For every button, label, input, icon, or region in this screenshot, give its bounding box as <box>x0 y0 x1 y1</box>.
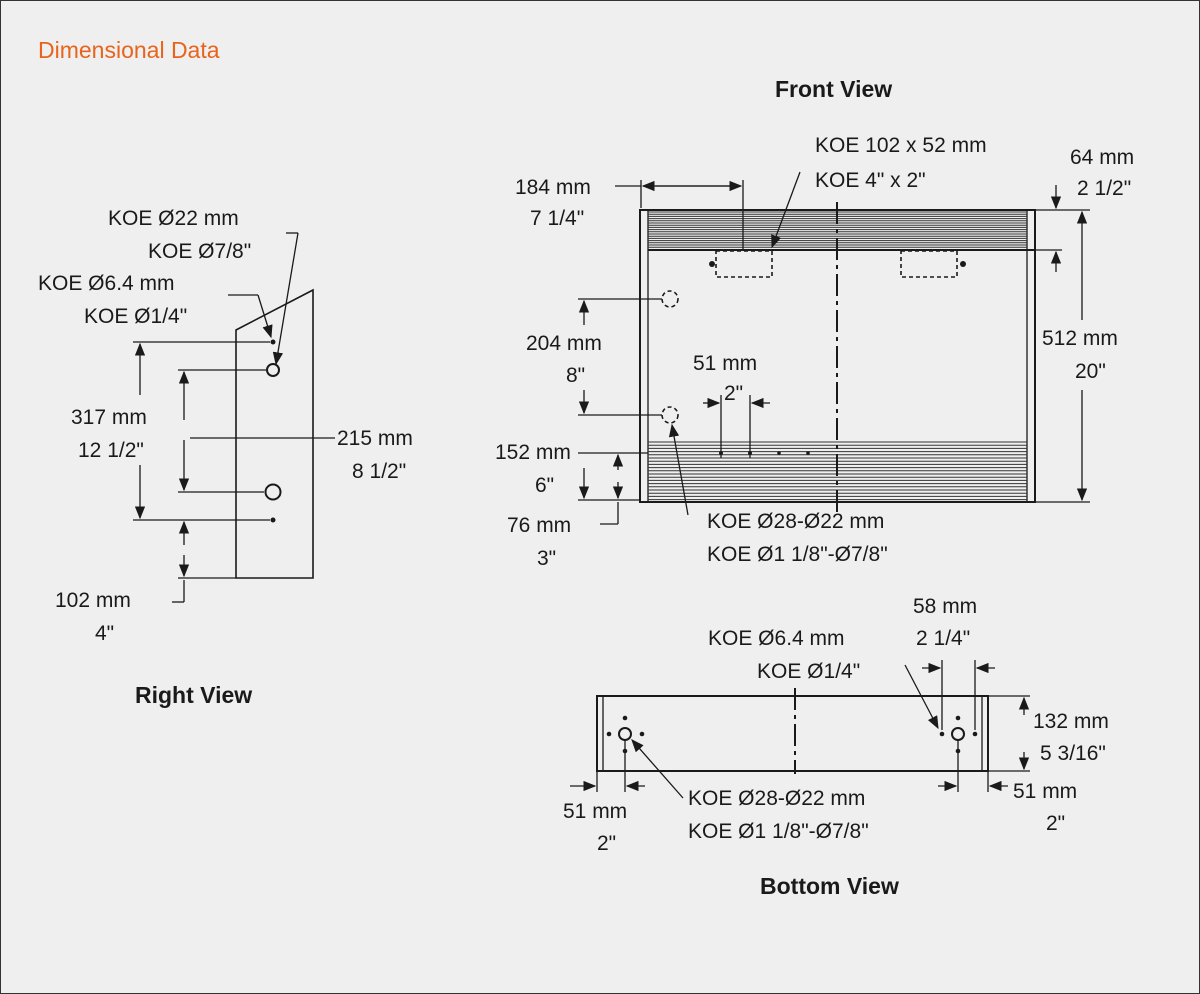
dim-64-mm: 64 mm <box>1070 146 1134 169</box>
koe-round-in-label: KOE Ø1 1/8"-Ø7/8" <box>688 820 869 843</box>
dim-132-mm: 132 mm <box>1033 710 1109 733</box>
dim-58-in: 2 1/4" <box>916 627 970 650</box>
section-title: Dimensional Data <box>38 37 220 63</box>
dim-76-mm: 76 mm <box>507 514 571 537</box>
koe-rect-right <box>900 250 958 278</box>
koe22-in-label: KOE Ø7/8" <box>148 240 251 263</box>
dim-184-mm: 184 mm <box>515 176 591 199</box>
dim-317-in: 12 1/2" <box>78 439 144 462</box>
dim-51-mm: 51 mm <box>693 352 757 375</box>
dim-76-in: 3" <box>537 547 556 570</box>
koe-round-in-label: KOE Ø1 1/8"-Ø7/8" <box>707 543 888 566</box>
bottom-outline <box>596 695 989 772</box>
dim-512-mm: 512 mm <box>1042 327 1118 350</box>
right-view-heading: Right View <box>135 682 252 708</box>
dim-51-in: 2" <box>724 382 743 405</box>
koe-round-mm-label: KOE Ø28-Ø22 mm <box>707 510 884 533</box>
dim-51-right-mm: 51 mm <box>1013 780 1077 803</box>
koe64-in-label: KOE Ø1/4" <box>757 660 860 683</box>
dim-51-left-in: 2" <box>597 832 616 855</box>
koe64-mm-label: KOE Ø6.4 mm <box>38 272 175 295</box>
dim-152-in: 6" <box>535 474 554 497</box>
dim-152-mm: 152 mm <box>495 441 571 464</box>
dim-51-left-mm: 51 mm <box>563 800 627 823</box>
koe-round-mm-label: KOE Ø28-Ø22 mm <box>688 787 865 810</box>
dim-132-in: 5 3/16" <box>1040 742 1106 765</box>
dim-204-mm: 204 mm <box>526 332 602 355</box>
dim-204-in: 8" <box>566 364 585 387</box>
dim-102-mm: 102 mm <box>55 589 131 612</box>
front-view: Front View <box>495 76 1134 570</box>
dim-184-in: 7 1/4" <box>530 207 584 230</box>
dim-215-in: 8 1/2" <box>352 460 406 483</box>
dim-64-in: 2 1/2" <box>1077 177 1131 200</box>
bottom-view: Bottom View 58 mm 2 1/4" KOE Ø6.4 mm KOE… <box>563 595 1109 899</box>
koe-rect-in-label: KOE 4" x 2" <box>815 169 926 192</box>
dim-512-in: 20" <box>1075 360 1106 383</box>
right-view: Right View KOE Ø22 mm KOE Ø7/8" KOE Ø6.4… <box>38 207 413 708</box>
lower-hole <box>264 483 282 501</box>
dim-58-mm: 58 mm <box>913 595 977 618</box>
front-view-heading: Front View <box>775 76 892 102</box>
koe-rect-left <box>715 250 773 278</box>
bottom-view-heading: Bottom View <box>760 873 899 899</box>
koe64-mm-label: KOE Ø6.4 mm <box>708 627 845 650</box>
koe64-in-label: KOE Ø1/4" <box>84 305 187 328</box>
koe-rect-mm-label: KOE 102 x 52 mm <box>815 134 987 157</box>
dim-51-right-in: 2" <box>1046 812 1065 835</box>
dim-102-in: 4" <box>95 622 114 645</box>
koe22-mm-label: KOE Ø22 mm <box>108 207 239 230</box>
dim-215-mm: 215 mm <box>337 427 413 450</box>
dim-317-mm: 317 mm <box>71 406 147 429</box>
side-panel-outline <box>235 288 314 579</box>
